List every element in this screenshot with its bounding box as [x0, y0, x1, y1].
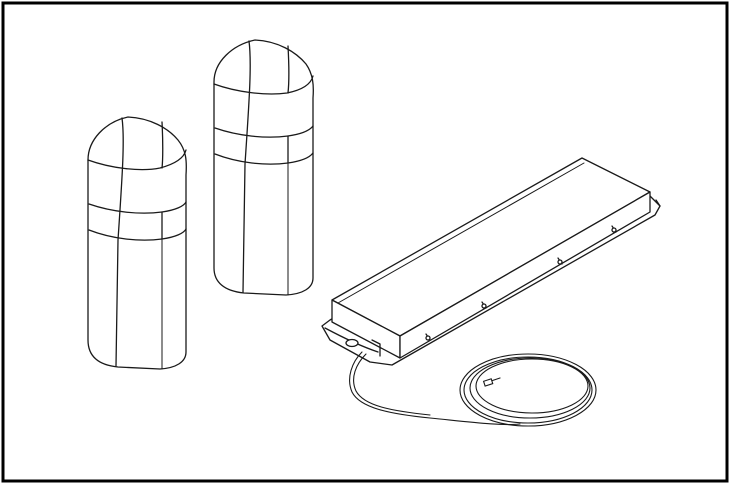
post-enclosure-right-icon — [213, 39, 314, 296]
cable-coil-icon — [349, 351, 597, 427]
post-enclosure-left-icon — [87, 116, 187, 370]
sensor-pad-icon — [321, 157, 661, 366]
